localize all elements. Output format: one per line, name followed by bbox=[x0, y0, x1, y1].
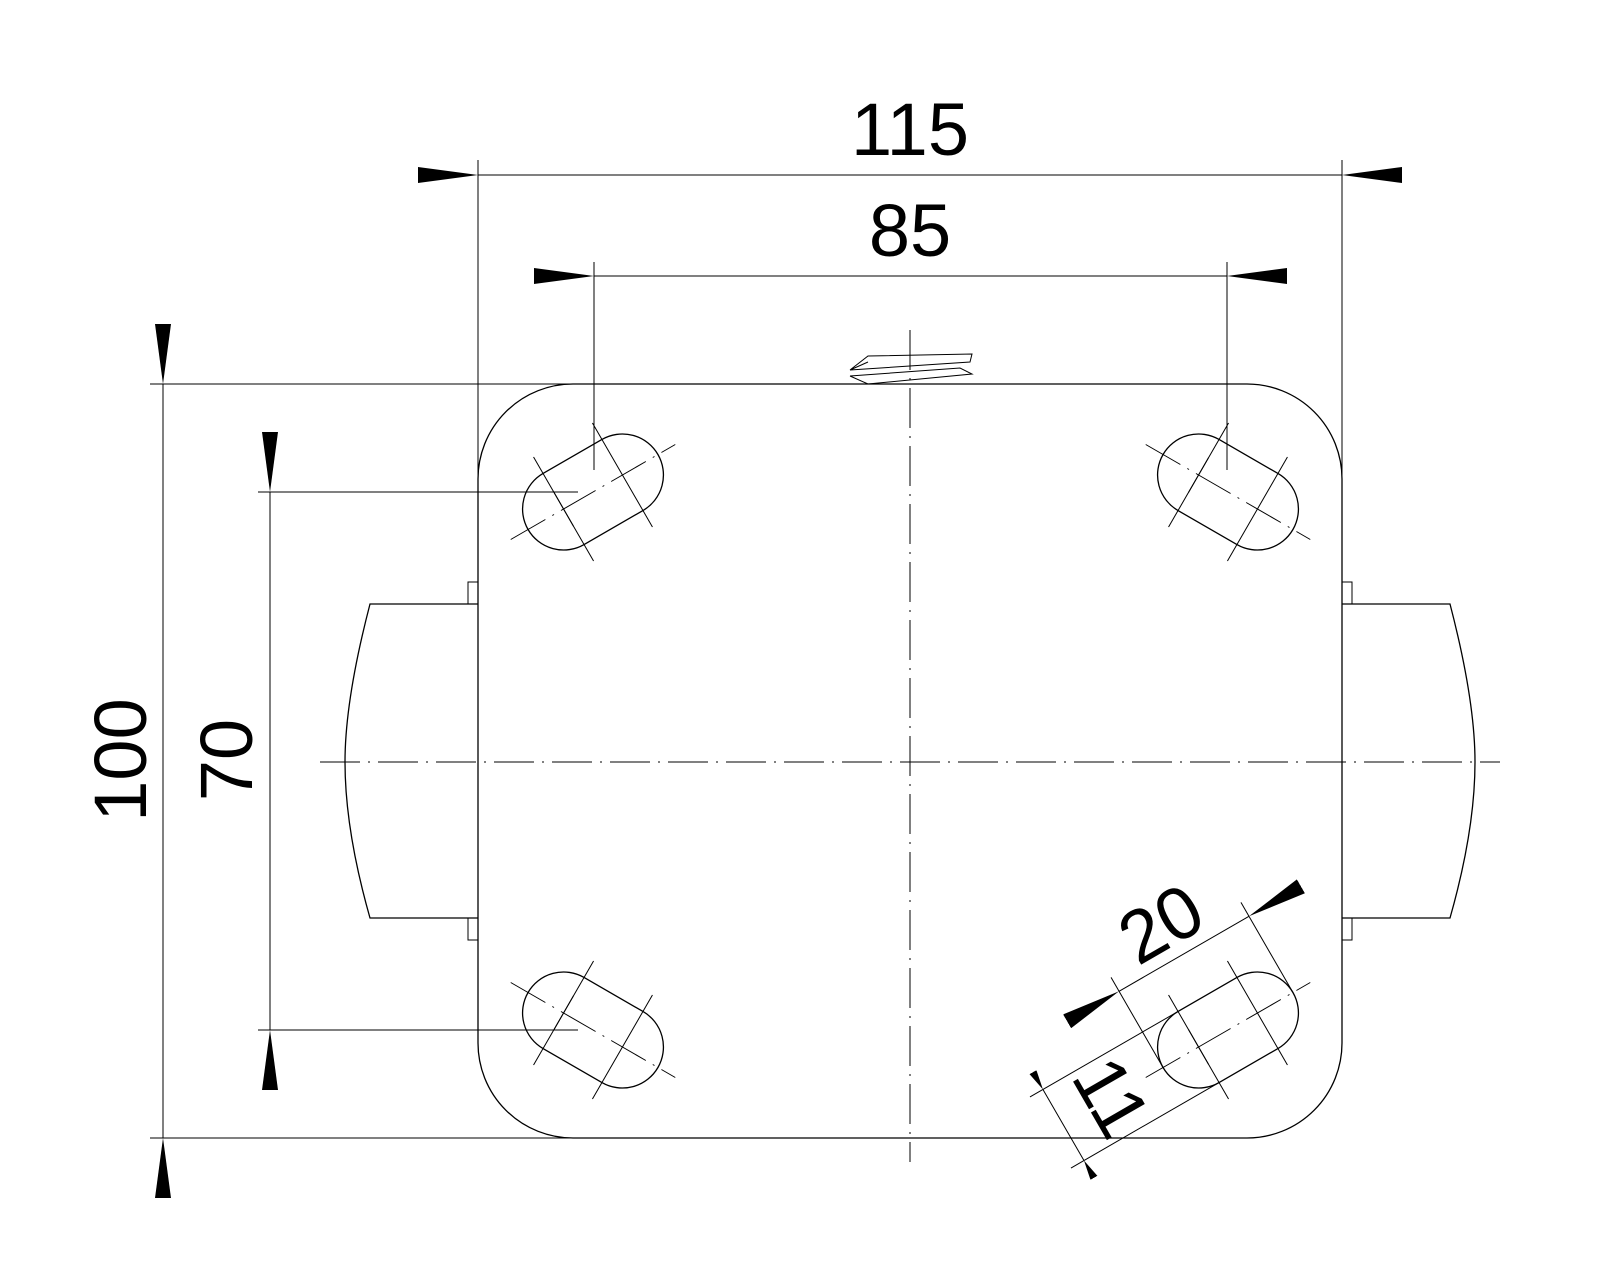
dimension-hole-spacing-x: 85 bbox=[534, 189, 1287, 470]
dim-label-100: 100 bbox=[79, 698, 162, 821]
left-wheel bbox=[344, 581, 479, 941]
dim-label-11: 11 bbox=[1056, 1043, 1166, 1151]
dim-label-70: 70 bbox=[185, 719, 268, 801]
thread-symbol bbox=[849, 353, 974, 385]
dim-label-20: 20 bbox=[1105, 867, 1218, 980]
dim-label-85: 85 bbox=[869, 189, 951, 272]
dimension-slot-length: 20 bbox=[1063, 867, 1305, 1068]
slot-top-right bbox=[1115, 391, 1341, 593]
dimension-slot-width: 11 bbox=[1029, 1011, 1220, 1180]
right-wheel bbox=[1341, 581, 1476, 941]
mounting-plate bbox=[477, 383, 1343, 1139]
dimension-overall-width: 115 bbox=[418, 88, 1402, 480]
dimension-hole-spacing-y: 70 bbox=[185, 432, 578, 1090]
dim-label-115: 115 bbox=[851, 88, 969, 171]
dimension-overall-length: 100 bbox=[79, 324, 580, 1198]
